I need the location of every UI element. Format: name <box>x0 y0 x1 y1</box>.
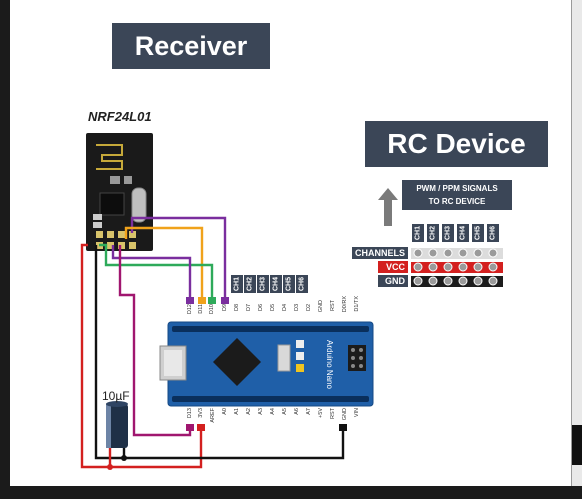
nano-pin-bottom: AREF <box>210 408 216 423</box>
up-arrow-icon <box>378 188 398 226</box>
nano-pin-top: D12 <box>187 304 193 315</box>
rc-header-pins <box>411 248 503 287</box>
nano-pin-top: D0/RX <box>342 296 348 313</box>
nano-pin-top: D7 <box>246 304 252 312</box>
wire-junctions <box>107 455 127 470</box>
nano-pin-bottom: A1 <box>234 408 240 415</box>
nano-pin-bottom: D13 <box>187 408 193 419</box>
nrf24l01-module <box>86 133 153 251</box>
nano-pin-top: D10 <box>209 304 215 315</box>
rc-ch4-label: CH4 <box>457 224 469 242</box>
nano-pin-top: GND <box>318 300 324 313</box>
pwm-line-2: TO RC DEVICE <box>428 197 486 206</box>
nano-ch3-label: CH3 <box>257 275 269 293</box>
nano-pin-bottom: VIN <box>354 408 360 418</box>
nano-pin-bottom: RST <box>330 408 336 419</box>
nano-pin-top: D9 <box>222 304 228 312</box>
bottom-frame-bar <box>0 486 582 499</box>
rc-ch3-label: CH3 <box>442 224 454 242</box>
nano-pin-bottom: +5V <box>318 408 324 418</box>
left-frame-bar <box>0 0 10 499</box>
nano-pin-top: D4 <box>282 304 288 312</box>
nano-pin-bottom: A2 <box>246 408 252 415</box>
nano-ch4-label: CH4 <box>270 275 282 293</box>
nano-pin-top: D11 <box>198 304 204 314</box>
scrollbar-thumb[interactable] <box>572 425 582 465</box>
right-scrollbar[interactable] <box>571 0 582 499</box>
rc-ch6-label: CH6 <box>487 224 499 242</box>
capacitor-10uf <box>106 401 128 448</box>
rc-ch5-label: CH5 <box>472 224 484 242</box>
nano-pin-bottom: A5 <box>282 408 288 415</box>
pwm-signal-box: PWM / PPM SIGNALS TO RC DEVICE <box>402 180 512 210</box>
nano-pin-top: D2 <box>306 304 312 312</box>
rc-ch2-label: CH2 <box>427 224 439 242</box>
rc-channels-row <box>411 248 503 259</box>
nano-ch5-label: CH5 <box>283 275 295 293</box>
capacitor-label: 10µF <box>102 389 130 403</box>
arduino-nano-board <box>159 321 374 407</box>
nano-pin-bottom: A3 <box>258 408 264 415</box>
nano-bottom-pin-ends <box>186 424 347 431</box>
nano-pin-top: RST <box>330 300 336 311</box>
nrf-module-label: NRF24L01 <box>88 109 152 124</box>
arduino-nano-label: Arduino Nano <box>324 340 334 389</box>
rc-ch1-label: CH1 <box>412 224 424 242</box>
nano-pin-bottom: A4 <box>270 408 276 415</box>
nano-pin-bottom: A7 <box>306 408 312 415</box>
nano-label: Nano <box>325 369 334 389</box>
nano-pin-bottom: GND <box>342 408 348 421</box>
nano-pin-top: D5 <box>270 304 276 312</box>
nano-ch6-label: CH6 <box>296 275 308 293</box>
nano-pin-bottom: A6 <box>294 408 300 415</box>
arduino-label: Arduino <box>325 340 334 368</box>
nano-top-pin-ends <box>186 297 229 304</box>
nano-ch1-label: CH1 <box>231 275 243 293</box>
nano-ch2-label: CH2 <box>244 275 256 293</box>
rc-vcc-row <box>411 262 503 273</box>
nano-pin-top: D8 <box>234 304 240 312</box>
nano-pin-top: D1/TX <box>354 296 360 312</box>
nano-pin-bottom: 3V3 <box>198 408 204 418</box>
wires <box>80 216 345 469</box>
channels-row-label: CHANNELS <box>352 247 408 259</box>
nano-pin-top: D6 <box>258 304 264 312</box>
rc-device-title: RC Device <box>365 121 548 167</box>
rc-gnd-row <box>411 276 503 287</box>
receiver-title: Receiver <box>112 23 270 69</box>
nano-pin-top: D3 <box>294 304 300 312</box>
vcc-row-label: VCC <box>378 261 408 273</box>
gnd-row-label: GND <box>378 275 408 287</box>
pwm-line-1: PWM / PPM SIGNALS <box>416 184 498 193</box>
nano-pin-bottom: A0 <box>222 408 228 415</box>
